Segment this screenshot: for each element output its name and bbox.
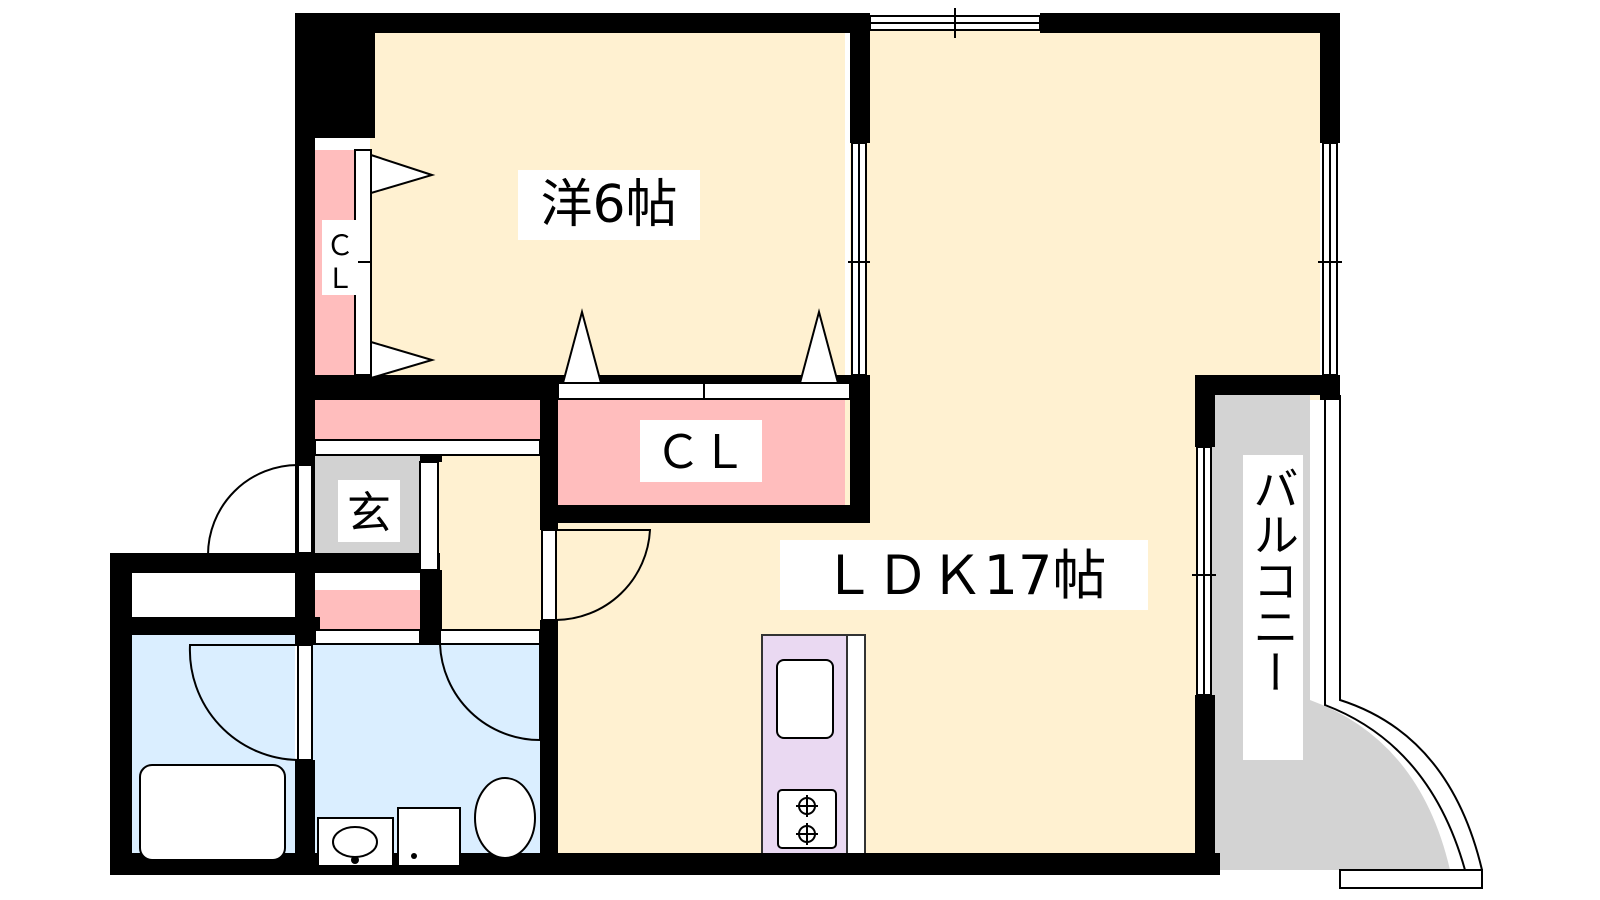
windows (848, 8, 1342, 696)
window-western-right (848, 142, 870, 376)
doors (188, 149, 851, 761)
entrance-door (207, 464, 313, 556)
closet-main-doors (557, 308, 851, 400)
shelf-upper-floor (310, 400, 540, 440)
entrance-label: 玄 (347, 488, 391, 539)
western-room-label: 洋6帖 (540, 175, 677, 235)
balcony-rail (1324, 395, 1483, 889)
shelf-rails (314, 439, 541, 645)
window-top (869, 8, 1041, 38)
ldk-door (541, 529, 652, 621)
kitchen-edge (846, 634, 866, 871)
bathroom-door (188, 644, 313, 761)
room-labels: 洋6帖 ＬＤＫ17帖 ＣＬ Ｃ Ｌ 玄 バルコニー (322, 170, 1303, 760)
burner-marks (796, 795, 818, 845)
closet-side-label-1: Ｃ (326, 229, 354, 262)
window-ldk-right (1318, 142, 1342, 376)
toilet (474, 777, 536, 859)
bathtub (139, 764, 286, 861)
walls (110, 13, 1340, 875)
closet-main-label: ＣＬ (655, 425, 747, 479)
closet-side-label-2: Ｌ (326, 262, 354, 295)
shelf-lower-floor (310, 590, 420, 630)
washing-machine (397, 807, 461, 867)
stove (777, 789, 837, 849)
kitchen-sink (776, 659, 834, 739)
closet-side-doors (354, 149, 436, 380)
ldk-floor-upper (850, 30, 1320, 400)
washbasin-bowl (332, 826, 378, 858)
balcony-label: バルコニー (1246, 465, 1300, 695)
ldk-label: ＬＤＫ17帖 (822, 544, 1107, 607)
washroom-door (439, 629, 541, 742)
window-balcony-door (1192, 446, 1216, 696)
